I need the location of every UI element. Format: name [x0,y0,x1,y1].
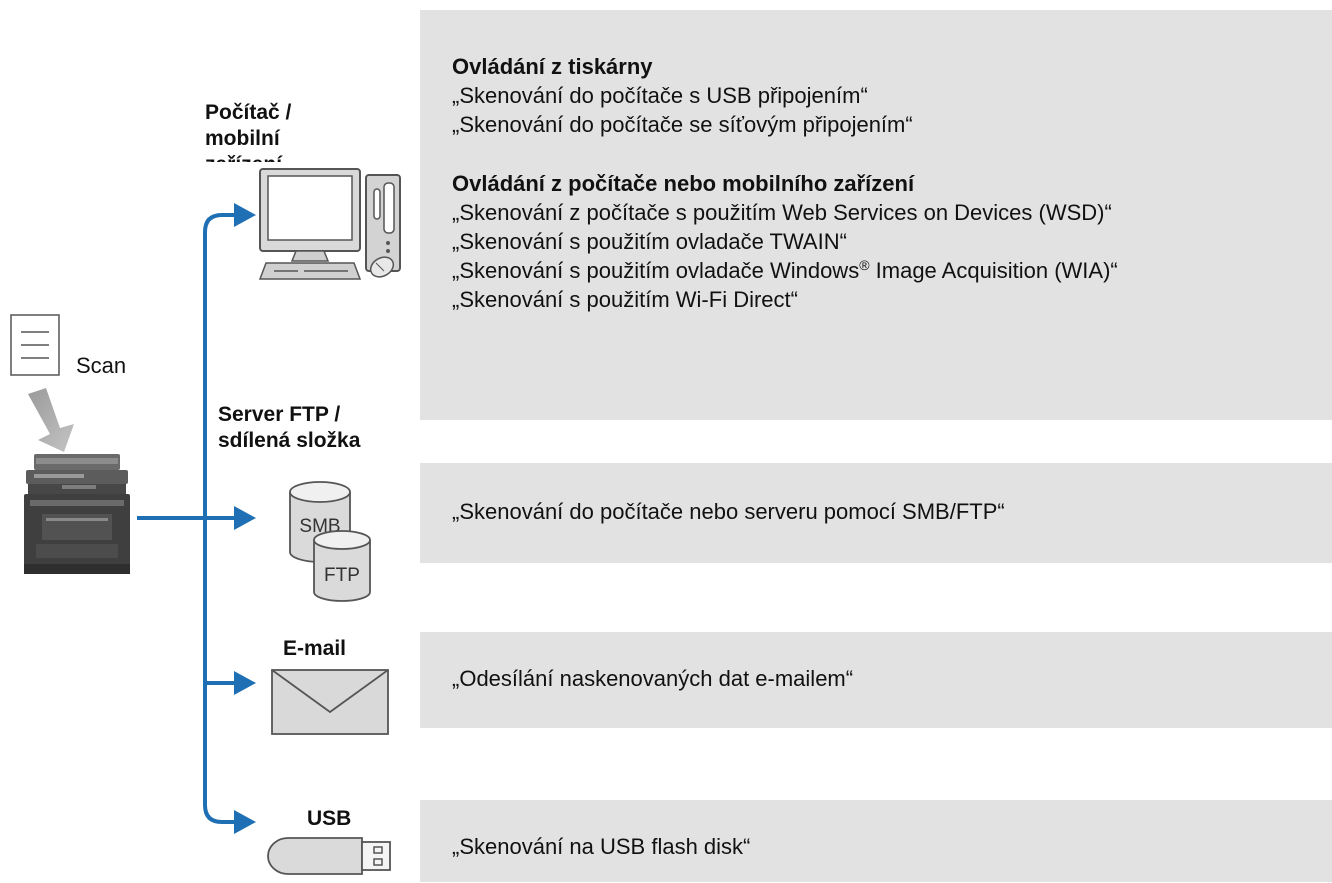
computer-destination-label: Počítač / mobilní zařízení [205,100,291,162]
usb-description-box [420,800,1332,882]
arrow-head [234,506,256,530]
label-line: mobilní [205,127,280,150]
scan-down-arrow-icon [28,388,74,452]
printer-icon [24,454,130,574]
description-line: „Skenování s použitím ovladače Windows® … [452,256,1118,285]
connector-lines [137,203,256,834]
section-heading: Ovládání z počítače nebo mobilního zaříz… [452,171,915,196]
description-line-part: Image Acquisition (WIA)“ [869,258,1118,283]
description-line: „Skenování s použitím Wi-Fi Direct“ [452,287,798,312]
computer-description-text: Ovládání z tiskárny „Skenování do počíta… [452,52,1118,314]
label-line: zařízení [205,152,291,162]
ftp-description-box [420,463,1332,563]
smb-ftp-storage-icon: SMB FTP [289,481,371,602]
label-line: Počítač / [205,101,292,124]
description-line: „Skenování do počítače se síťovým připoj… [452,112,913,137]
usb-destination-label: USB [307,806,351,832]
ftp-description-text: „Skenování do počítače nebo serveru pomo… [452,499,1005,524]
computer-icon [258,168,401,280]
registered-mark: ® [859,257,870,273]
usb-flash-drive-icon [267,837,391,875]
description-line-part: „Skenování s použitím ovladače Windows [452,258,860,283]
document-icon [10,314,60,376]
computer-description-box [420,10,1332,420]
ftp-destination-label: Server FTP / sdílená složka [218,402,360,454]
section-heading: Ovládání z tiskárny [452,54,653,79]
envelope-icon [271,669,389,735]
description-line: „Skenování s použitím ovladače TWAIN“ [452,229,847,254]
arrow-head [234,203,256,227]
email-destination-label: E-mail [283,636,346,662]
description-line: „Skenování do počítače s USB připojením“ [452,83,868,108]
label-line: sdílená složka [218,429,361,452]
ftp-icon-text: FTP [324,565,360,586]
scan-label: Scan [76,353,127,378]
email-description-text: „Odesílání naskenovaných dat e-mailem“ [452,666,854,691]
label-line: Server FTP / [218,403,341,426]
email-description-box [420,632,1332,728]
arrow-head [234,810,256,834]
label-line: USB [307,807,352,830]
arrow-head [234,671,256,695]
description-line: „Skenování z počítače s použitím Web Ser… [452,200,1112,225]
usb-description-text: „Skenování na USB flash disk“ [452,834,751,859]
label-line: E-mail [283,637,347,660]
